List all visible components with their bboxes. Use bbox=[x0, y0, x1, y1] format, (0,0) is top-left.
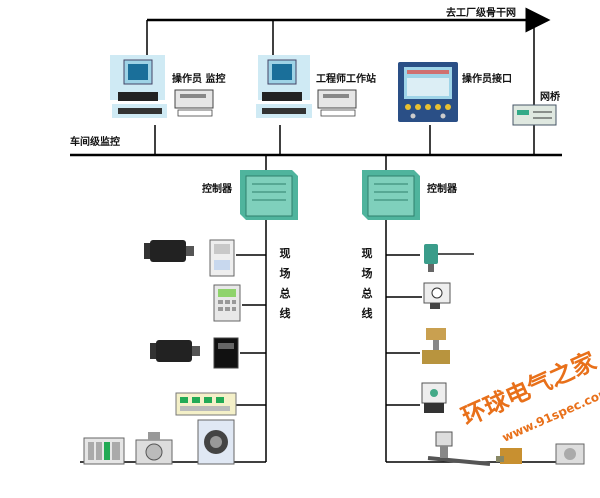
io-module-icon bbox=[175, 392, 237, 416]
operator-panel-icon bbox=[398, 62, 458, 122]
mass-flowmeter-icon bbox=[427, 431, 491, 466]
control-valve-icon bbox=[422, 328, 450, 364]
keypad-module-icon bbox=[213, 284, 241, 322]
engineer-station-label: 工程师工作站 bbox=[316, 74, 376, 85]
printer-icon-2 bbox=[317, 89, 357, 117]
operator-monitor-label: 操作员 监控 bbox=[172, 74, 226, 85]
workshop-monitor-label: 车间级监控 bbox=[70, 137, 120, 148]
temperature-sensor-icon bbox=[424, 244, 474, 272]
pressure-transmitter-icon bbox=[423, 282, 451, 309]
pump-icon bbox=[135, 432, 173, 465]
plc-rack-icon bbox=[83, 437, 125, 465]
controller-right-icon bbox=[362, 170, 420, 220]
bridge-device-icon bbox=[512, 104, 557, 126]
bridge-label: 网桥 bbox=[540, 92, 560, 103]
backbone-label: 去工厂级骨干网 bbox=[446, 8, 516, 19]
actuator-icon-right bbox=[496, 448, 522, 464]
fieldbus-left-label: 现场总线 bbox=[279, 247, 291, 320]
valve-actuator-icon bbox=[197, 419, 235, 465]
flow-meter-icon bbox=[421, 382, 447, 413]
controller-left-label: 控制器 bbox=[202, 184, 232, 195]
fieldbus-right-label: 现场总线 bbox=[361, 247, 373, 320]
operator-interface-label: 操作员接口 bbox=[462, 74, 512, 85]
motor-valve-icon bbox=[555, 443, 585, 465]
printer-icon-1 bbox=[174, 89, 214, 117]
servo-motor-icon-1 bbox=[144, 240, 194, 262]
controller-right-label: 控制器 bbox=[427, 184, 457, 195]
drive-unit-icon-1 bbox=[209, 239, 235, 277]
drive-unit-icon-2 bbox=[213, 337, 239, 369]
servo-motor-icon-2 bbox=[150, 340, 200, 362]
controller-left-icon bbox=[240, 170, 298, 220]
engineer-computer-icon bbox=[256, 55, 312, 118]
operator-computer-icon bbox=[110, 55, 167, 118]
